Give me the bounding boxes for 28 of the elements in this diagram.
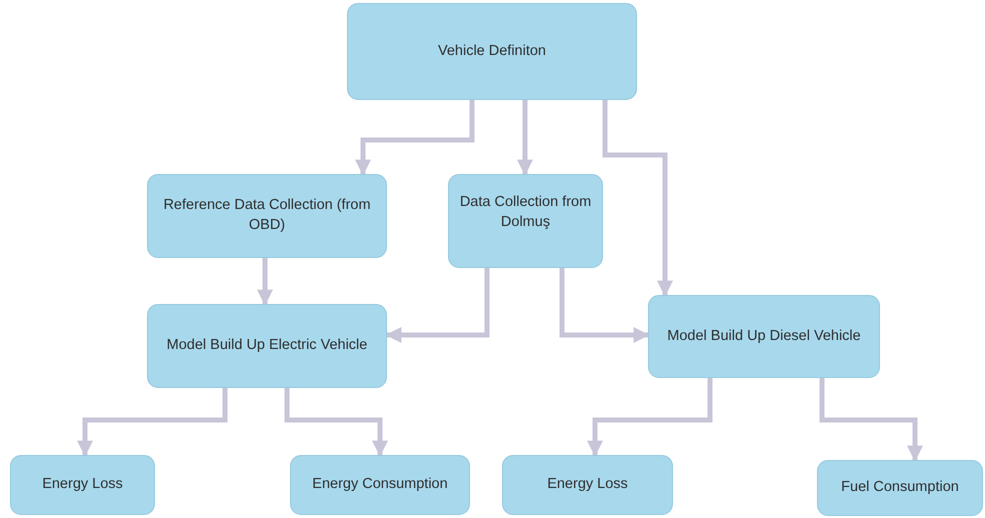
box-label: Vehicle Definiton (438, 42, 546, 61)
arrow (602, 100, 673, 297)
box-label: Fuel Consumption (841, 478, 959, 498)
arrow (284, 388, 388, 457)
arrow (77, 388, 228, 457)
box-label: Model Build Up Electric Vehicle (166, 336, 368, 356)
arrow (385, 268, 490, 343)
arrow (587, 378, 712, 457)
arrow (257, 258, 273, 306)
process-box (347, 3, 637, 100)
process-box (817, 460, 983, 516)
box-label: Model Build Up Diesel Vehicle (667, 326, 861, 346)
box-label: Energy Loss (547, 475, 628, 494)
process-box (10, 455, 155, 515)
arrow (355, 100, 474, 176)
arrow (517, 100, 533, 176)
box-label: Data Collection from Dolmuş (458, 193, 592, 232)
process-box (448, 174, 603, 268)
process-box (147, 174, 387, 258)
box-label: Energy Consumption (312, 475, 448, 494)
arrow (560, 268, 650, 343)
process-box (502, 455, 673, 515)
process-box (290, 455, 470, 515)
box-label: Energy Loss (42, 475, 123, 494)
box-label: Reference Data Collection (from OBD) (162, 196, 372, 235)
process-box (147, 304, 387, 388)
arrow (820, 378, 923, 462)
process-box (648, 295, 880, 378)
